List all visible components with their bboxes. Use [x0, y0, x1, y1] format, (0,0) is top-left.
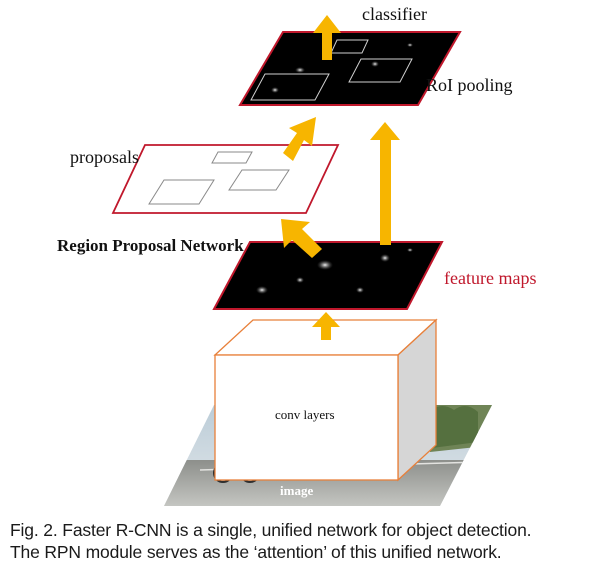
- feature-maps-label: feature maps: [444, 268, 536, 288]
- proposal-box: [211, 151, 253, 164]
- proposal-box: [148, 179, 215, 205]
- proposal-box: [228, 169, 290, 191]
- figure-caption: Fig. 2. Faster R-CNN is a single, unifie…: [10, 519, 600, 563]
- rpn-label: Region Proposal Network: [57, 236, 244, 255]
- roi-box: [250, 73, 330, 101]
- arrow-proposals-to-roi-pooling: [283, 117, 316, 161]
- roi-pooling-plane: [238, 31, 462, 106]
- roi-box: [348, 58, 413, 83]
- arrow-to-classifier: [313, 15, 341, 60]
- caption-line-1: Fig. 2. Faster R-CNN is a single, unifie…: [10, 520, 532, 540]
- classifier-label: classifier: [362, 4, 427, 24]
- proposals-label: proposals: [70, 147, 139, 167]
- proposals-plane: [111, 144, 340, 214]
- arrow-feature-maps-to-roi-pooling: [370, 122, 400, 245]
- arrow-conv-to-feature-maps: [312, 312, 340, 340]
- conv-layers-box: [213, 318, 438, 482]
- caption-line-2: The RPN module serves as the ‘attention’…: [10, 542, 502, 562]
- roi-box: [330, 39, 369, 54]
- conv-layers-label: conv layers: [275, 407, 335, 422]
- arrow-rpn-to-proposals: [281, 219, 322, 258]
- feature-maps-plane: [212, 241, 444, 310]
- faster-rcnn-diagram: classifier RoI pooling proposals Region …: [57, 4, 536, 506]
- image-label: image: [280, 483, 313, 498]
- roi-pooling-label: RoI pooling: [426, 75, 513, 95]
